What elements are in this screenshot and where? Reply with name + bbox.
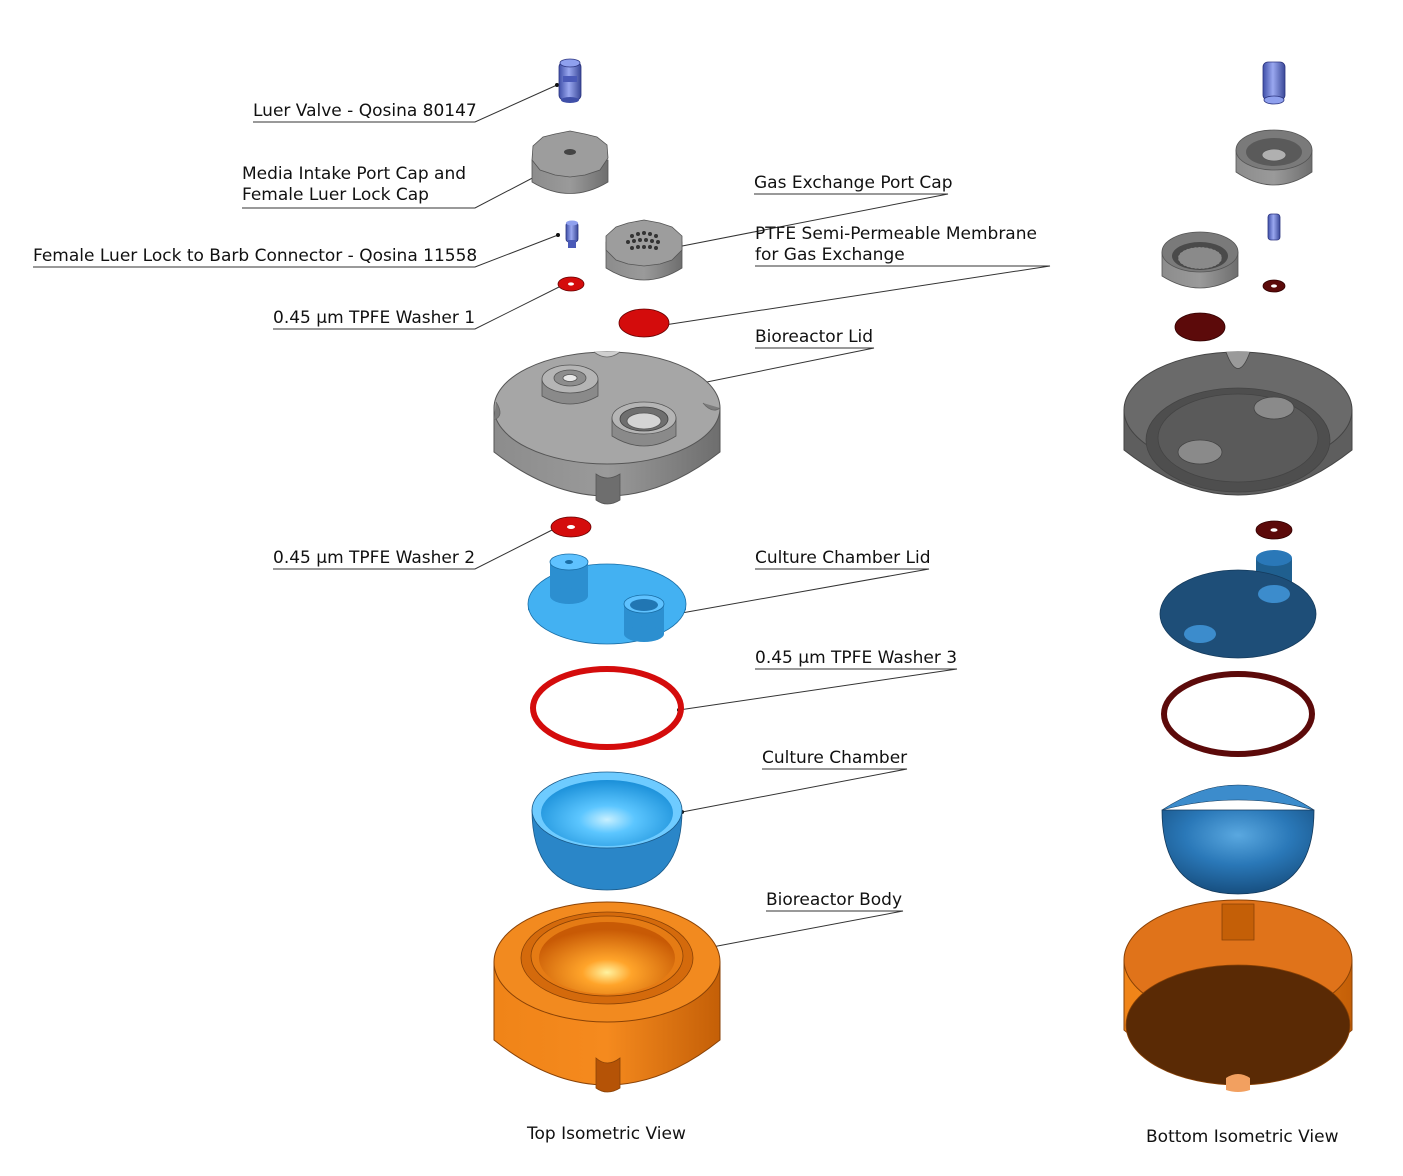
bottom-view-title: Bottom Isometric View [1146,1127,1339,1147]
leader-culture-lid [675,568,930,615]
bioreactor-lid-top [493,351,721,505]
culture-lid-top [527,553,687,645]
label-bioreactor-body: Bioreactor Body [766,890,902,910]
label-female-luer: Female Luer Lock to Barb Connector - Qos… [33,246,478,266]
bioreactor-body-bottom [1123,899,1353,1092]
gas-cap-top [605,219,683,281]
washer2-bottom [1255,520,1293,540]
label-ptfe-line2: for Gas Exchange [755,245,905,265]
ptfe-membrane-bottom [1174,312,1226,342]
leader-lid [696,347,875,385]
label-washer2: 0.45 µm TPFE Washer 2 [273,548,476,568]
media-cap-top [531,130,609,194]
label-washer3: 0.45 µm TPFE Washer 3 [755,648,958,668]
luer-valve-top [558,58,582,103]
culture-chamber-bottom [1161,784,1315,895]
lid-port-right [611,401,677,447]
label-washer1: 0.45 µm TPFE Washer 1 [273,308,476,328]
female-luer-connector-bottom [1267,213,1281,241]
leader-luer-valve [253,84,558,123]
lid-port-left [541,364,599,405]
label-culture-lid: Culture Chamber Lid [755,548,931,568]
label-media-cap: Media Intake Port Cap and Female Luer Lo… [242,164,466,206]
label-media-cap-line2: Female Luer Lock Cap [242,185,429,205]
leader-media-cap [242,172,543,209]
culture-lid-post-right [623,594,665,642]
female-luer-connector-top [565,220,579,248]
leader-gas-cap [671,193,949,249]
leader-washer1 [273,282,568,330]
label-luer-valve: Luer Valve - Qosina 80147 [253,101,477,121]
ptfe-membrane-top [618,308,670,338]
label-ptfe-line1: PTFE Semi-Permeable Membrane [755,224,1037,244]
gas-cap-holes [626,231,660,250]
leader-culture-chamber [681,768,908,813]
leader-lines [33,84,1051,949]
bioreactor-body-top [493,901,721,1093]
washer3-bottom [1161,671,1315,757]
label-media-cap-line1: Media Intake Port Cap and [242,164,467,184]
label-bioreactor-lid: Bioreactor Lid [755,327,874,347]
media-cap-bottom [1235,129,1313,186]
washer1-top [557,276,585,292]
label-gas-cap: Gas Exchange Port Cap [754,173,953,193]
washer3-top [530,666,684,750]
label-ptfe-membrane: PTFE Semi-Permeable Membrane for Gas Exc… [755,224,1037,266]
gas-cap-bottom [1161,231,1239,289]
culture-chamber-top [531,771,683,891]
culture-lid-post-left [549,553,589,604]
top-view-title: Top Isometric View [527,1124,686,1144]
luer-valve-bottom [1262,61,1286,105]
leader-ptfe [657,265,1051,327]
label-culture-chamber: Culture Chamber [762,748,908,768]
leader-female-luer [33,234,559,268]
bioreactor-lid-bottom [1123,351,1353,496]
leader-washer3 [678,668,958,711]
washer1-bottom [1262,279,1286,293]
culture-lid-bottom [1159,550,1317,659]
leader-washer2 [273,526,559,570]
leader-body [706,910,904,949]
washer2-top [550,516,592,538]
